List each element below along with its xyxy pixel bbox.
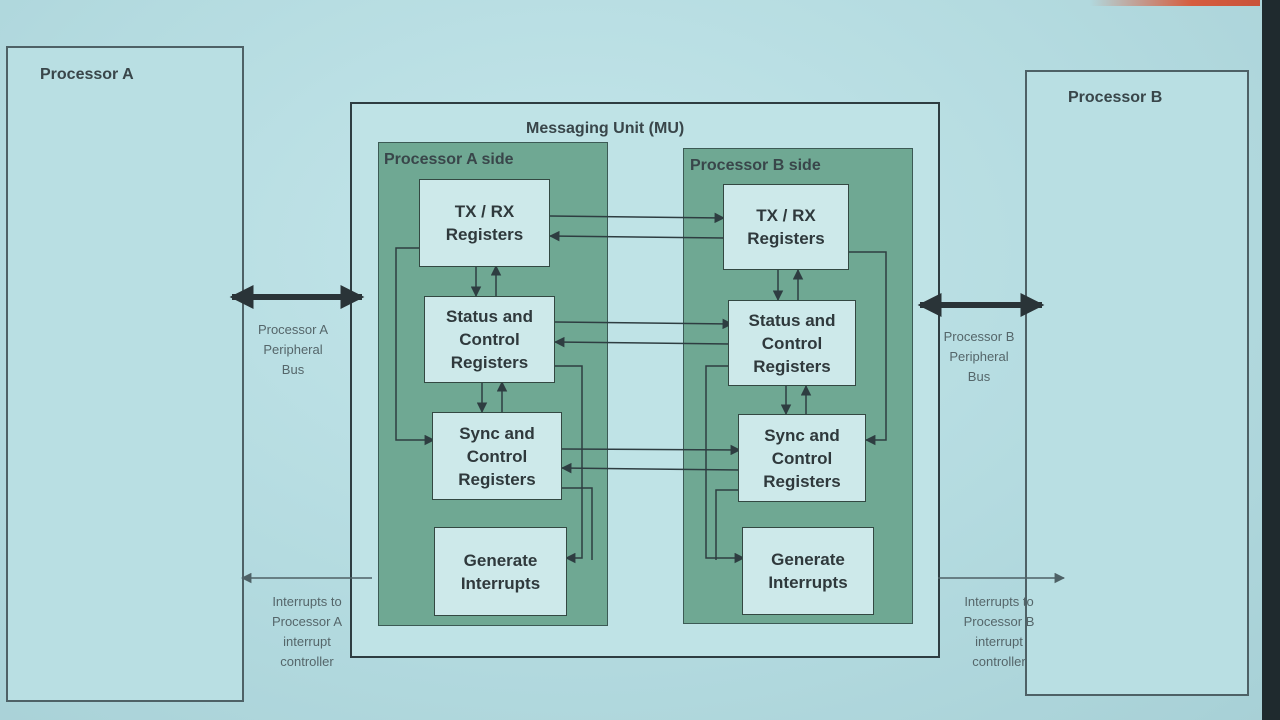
processor-b-side-title: Processor B side	[690, 157, 821, 174]
processor-a-side-title: Processor A side	[384, 151, 514, 168]
projector-edge-strip	[1090, 0, 1260, 6]
txrx-b-to-a	[548, 230, 725, 242]
side-a-status-control-registers: Status and Control Registers	[424, 296, 555, 383]
status-a-to-b	[554, 318, 734, 330]
processor-b-interrupt-label: Interrupts to Processor B interrupt cont…	[963, 594, 1035, 669]
processor-a-interrupt-label: Interrupts to Processor A interrupt cont…	[271, 594, 343, 669]
processor-a-bus-label: Processor A Peripheral Bus	[257, 322, 329, 377]
processor-b-bus-label: Processor B Peripheral Bus	[943, 329, 1015, 384]
side-b-sync-control-registers: Sync and Control Registers	[738, 414, 866, 502]
processor-a-title: Processor A	[40, 66, 134, 83]
screen-border	[1262, 0, 1280, 720]
side-b-txrx-registers: TX / RX Registers	[723, 184, 849, 270]
processor-b-title: Processor B	[1068, 89, 1163, 106]
side-a-sync-control-registers: Sync and Control Registers	[432, 412, 562, 500]
sync-b-to-a	[560, 462, 741, 474]
processor-a-block	[6, 46, 244, 702]
sync-a-to-b	[561, 444, 742, 456]
side-a-generate-interrupts: Generate Interrupts	[434, 527, 567, 616]
side-a-txrx-registers: TX / RX Registers	[419, 179, 550, 267]
status-b-to-a	[553, 336, 731, 348]
side-b-status-control-registers: Status and Control Registers	[728, 300, 856, 386]
side-b-generate-interrupts: Generate Interrupts	[742, 527, 874, 615]
txrx-a-to-b	[549, 212, 726, 224]
messaging-unit-title: Messaging Unit (MU)	[526, 120, 685, 137]
processor-b-block	[1025, 70, 1249, 696]
